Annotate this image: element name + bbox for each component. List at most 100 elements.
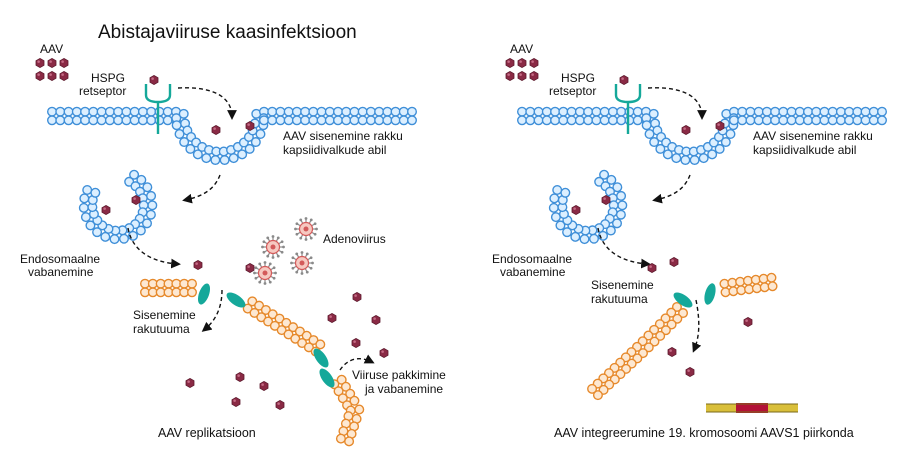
aav-particle [211, 124, 221, 136]
cell-membrane-lipid [550, 106, 561, 117]
aav-highlight [61, 60, 64, 63]
cell-membrane-lipid [662, 149, 673, 160]
nuclear-envelope-lipid [671, 301, 682, 312]
adenovirus-knob [262, 240, 266, 244]
cell-membrane-lipid [525, 106, 536, 117]
cell-membrane-lipid [275, 115, 286, 126]
cell-membrane-lipid [517, 115, 528, 126]
adenovirus-knob [280, 240, 284, 244]
cell-membrane-lipid [753, 106, 764, 117]
cell-membrane-lipid [407, 115, 418, 126]
aav-highlight [671, 259, 674, 262]
aav-highlight [603, 197, 606, 200]
cell-membrane-lipid [244, 143, 255, 154]
cell-membrane-lipid [835, 106, 846, 117]
endosome-lipid [550, 212, 561, 223]
cell-membrane-lipid [819, 115, 830, 126]
cell-membrane-lipid [649, 137, 660, 148]
adenovirus-knob [304, 217, 308, 220]
aav-highlight [519, 60, 522, 63]
cell-membrane-lipid [162, 115, 173, 126]
endosome-lipid [562, 227, 573, 238]
cell-membrane-lipid [599, 106, 610, 117]
cell-membrane-lipid [88, 115, 99, 126]
aav-particle [327, 312, 337, 324]
adenovirus-knob [272, 266, 276, 270]
aav-particle [235, 371, 245, 383]
right-nucleus-label-line1: Sisenemine [591, 278, 654, 292]
aav-highlight [233, 399, 236, 402]
cell-membrane-lipid [737, 115, 748, 126]
packaging-label-line2: ja vabanemine [364, 382, 443, 396]
cell-membrane-lipid [349, 106, 360, 117]
right-panel-shapes [505, 57, 888, 413]
adenovirus-knob [266, 254, 270, 258]
cell-membrane-lipid [525, 115, 536, 126]
adenovirus-knob [315, 227, 318, 231]
aav-highlight [381, 350, 384, 353]
cell-membrane-lipid [398, 106, 409, 117]
nuclear-envelope-lipid [592, 390, 603, 401]
endosome-lipid [616, 190, 627, 201]
adenovirus-particle [261, 235, 285, 259]
aav-highlight [373, 317, 376, 320]
aav-highlight [261, 383, 264, 386]
arrow-to-endosome [182, 174, 221, 204]
hspg-receptor-arms [144, 84, 172, 104]
cell-membrane-lipid [624, 115, 635, 126]
aav-highlight [573, 207, 576, 210]
cell-membrane-lipid [778, 106, 789, 117]
nuclear-envelope-lipid [335, 433, 346, 444]
aav-highlight [621, 77, 624, 80]
cell-membrane-lipid [877, 115, 888, 126]
cell-membrane-lipid [71, 115, 82, 126]
cell-membrane-lipid [259, 115, 270, 126]
cell-membrane-lipid [632, 106, 643, 117]
endosome-lipid [555, 220, 566, 231]
cell-membrane-lipid [121, 106, 132, 117]
aav-particle [715, 120, 725, 132]
cell-membrane-lipid [566, 106, 577, 117]
aav-particle [619, 74, 629, 86]
aav-highlight [507, 60, 510, 63]
cell-membrane-lipid [341, 115, 352, 126]
endosome-lipid [552, 184, 563, 195]
nuclear-pore [319, 368, 335, 388]
adenovirus-knob [294, 227, 297, 231]
cell-membrane-lipid [291, 106, 302, 117]
adenovirus-knob [295, 270, 299, 274]
aav-particle [193, 259, 203, 271]
cell-membrane-lipid [860, 115, 871, 126]
cell-membrane-lipid [624, 106, 635, 117]
adenovirus-knob [266, 236, 270, 240]
cell-membrane-lipid [794, 106, 805, 117]
endosome-lipid [135, 225, 146, 236]
aav-particle [101, 204, 111, 216]
cell-membrane-lipid [729, 115, 740, 126]
adenovirus-knob [295, 252, 299, 256]
nuclear-envelope-lipid [587, 383, 598, 394]
aav-particle [517, 70, 527, 82]
cell-membrane-lipid [219, 155, 230, 166]
cell-membrane-lipid [786, 115, 797, 126]
right-endosome-label-line1: Endosomaalne [492, 252, 572, 266]
nuclear-envelope-lipid [643, 330, 654, 341]
left-caption: AAV replikatsioon [158, 426, 256, 440]
endosome-lipid [145, 209, 156, 220]
left-hspg-label-line1: HSPG [91, 71, 125, 85]
cell-membrane-lipid [341, 106, 352, 117]
endosome-lipid [606, 174, 617, 185]
cell-membrane-lipid [179, 137, 190, 148]
aav-particle [59, 70, 69, 82]
cell-membrane-lipid [237, 149, 248, 160]
cell-membrane-lipid [324, 115, 335, 126]
nuclear-envelope-lipid [186, 287, 197, 298]
arrow-endosomal-release [127, 227, 181, 269]
cell-membrane-lipid [333, 115, 344, 126]
adenovirus-knob [263, 282, 267, 285]
cell-membrane-lipid [852, 115, 863, 126]
cell-membrane-lipid [275, 106, 286, 117]
cell-membrane-lipid [365, 115, 376, 126]
cell-membrane-lipid [644, 129, 655, 140]
